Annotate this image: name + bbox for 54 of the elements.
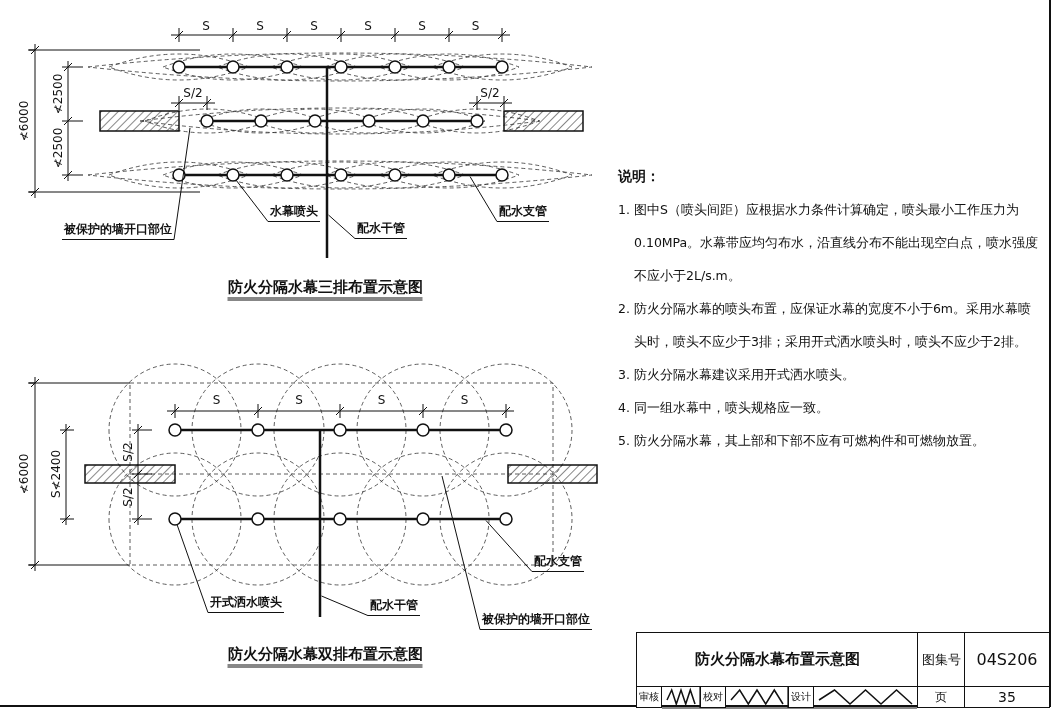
dimension-text: S [310,20,318,32]
table-cell: 设计 [788,686,814,708]
dimension-text: S/2 [122,487,134,507]
leader-line [469,176,498,223]
note-text: 1. 图中S（喷头间距）应根据水力条件计算确定，喷头最小工作压力为0.10MPa。水幕带应均匀布水，沿直线分布不能出现空白点，喷水强度不应小于2L/s.m。 [618,201,1040,285]
leader-line [441,475,481,631]
figure-title: 防火分隔水幕双排布置示意图 [227,646,423,668]
leader-label: 被保护的墙开口部位 [62,223,174,241]
dimension-text: S [212,394,221,406]
leader-label: 配水支管 [497,205,549,223]
leader-line [176,524,209,614]
leader-label: 水幕喷头 [268,205,320,223]
figure-title: 防火分隔水幕三排布置示意图 [227,279,423,301]
drawing-title-cell: 防火分隔水幕布置示意图 [636,632,918,687]
note-text: 4. 同一组水幕中，喷头规格应一致。 [618,399,830,417]
dimension-text: ≮6000 [18,100,30,142]
nozzle-symbol [168,512,182,526]
table-cell: 校对 [700,686,726,708]
pipe-line [318,430,322,617]
dimension-text: S/2 [122,442,134,462]
dimension-text: S [377,394,386,406]
dimension-text: S [202,20,210,32]
note-text: 2. 防火分隔水幕的喷头布置，应保证水幕的宽度不小于6m。采用水幕喷头时，喷头不应少于3排；采用开式洒水喷头时，喷头不应少于2排。 [618,300,1033,351]
dimension-text: S≮2400 [50,449,62,499]
leader-label: 配水干管 [355,222,407,240]
leader-label: 配水干管 [368,599,420,617]
leader-label: 配水支管 [532,555,584,573]
dimension-text: S [471,20,480,32]
leader-line [173,127,191,241]
dimension-text: ≮6000 [18,453,30,495]
table-cell: 审核 [636,686,662,708]
leader-line [321,595,369,617]
leader-label: 开式洒水喷头 [208,596,284,614]
note-text: 5. 防火分隔水幕，其上部和下部不应有可燃构件和可燃物放置。 [618,432,986,450]
nozzle-symbol [226,168,240,182]
dimension-text: S/2 [183,87,203,99]
table-cell: 页 [917,686,965,708]
dimension-text: S/2 [480,87,500,99]
dimension-text: S [418,20,426,32]
notes-heading: 说明： [618,167,661,186]
pipe-line [183,173,498,177]
dimension-text: S [256,20,264,32]
dimension-text: ≮2500 [52,127,64,169]
dimension-text: ≮2500 [52,73,64,115]
leader-line [328,214,356,240]
note-text: 3. 防火分隔水幕建议采用开式洒水喷头。 [618,366,856,384]
pipe-line [325,67,329,258]
pipe-line [179,517,502,521]
dimension-text: S [295,394,303,406]
dimension-text: S [460,394,469,406]
leader-label: 被保护的墙开口部位 [480,613,592,631]
dimension-text: S [364,20,372,32]
leader-line [485,520,533,573]
leader-line [235,179,269,223]
